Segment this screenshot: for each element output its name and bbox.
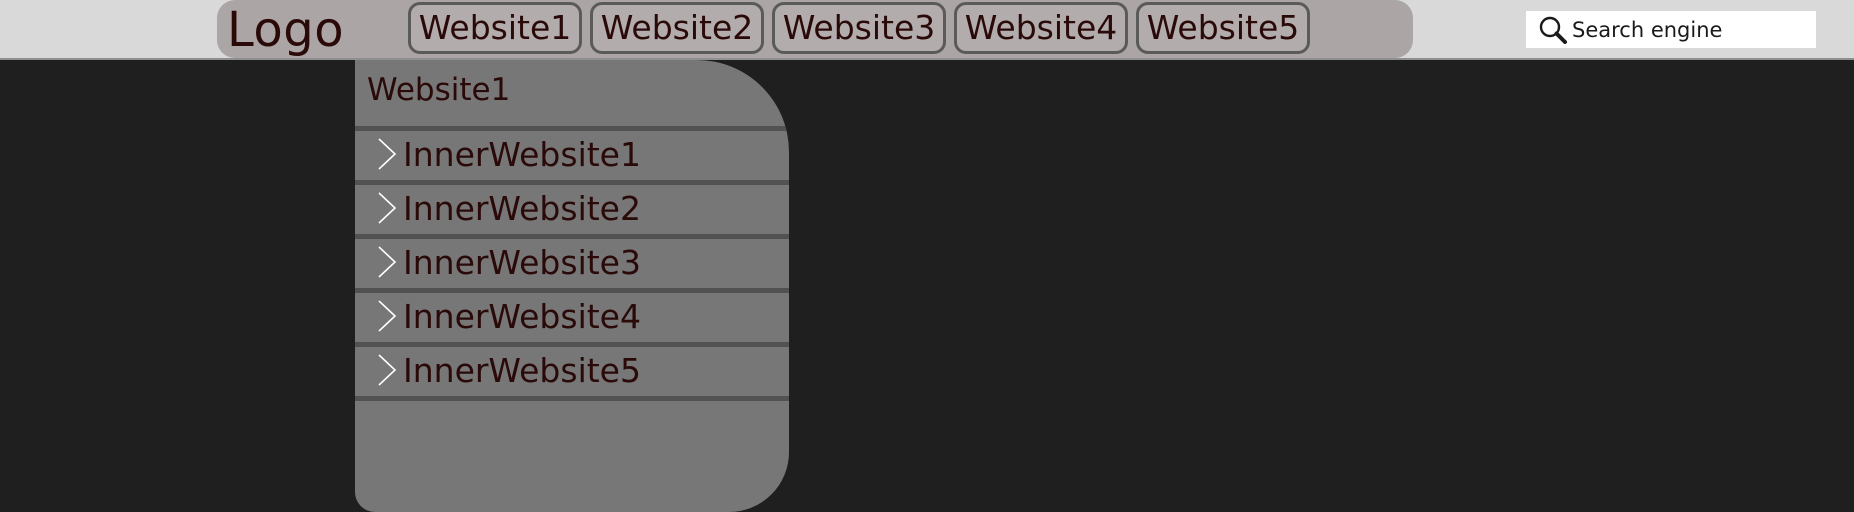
divider: [355, 234, 789, 239]
dropdown-item-innerwebsite3[interactable]: InnerWebsite3: [355, 239, 789, 288]
nav-button-website1[interactable]: Website1: [408, 2, 582, 54]
nav-button-website4[interactable]: Website4: [954, 2, 1128, 54]
chevron-right-icon: [378, 246, 397, 278]
nav-button-website3[interactable]: Website3: [772, 2, 946, 54]
nav-button-website5[interactable]: Website5: [1136, 2, 1310, 54]
dropdown-item-label: InnerWebsite5: [403, 351, 641, 390]
chevron-right-icon: [378, 354, 397, 386]
dropdown-item-innerwebsite1[interactable]: InnerWebsite1: [355, 131, 789, 180]
dropdown-item-innerwebsite2[interactable]: InnerWebsite2: [355, 185, 789, 234]
divider: [355, 126, 789, 131]
dropdown-item-innerwebsite4[interactable]: InnerWebsite4: [355, 293, 789, 342]
chevron-right-icon: [378, 300, 397, 332]
dropdown-item-innerwebsite5[interactable]: InnerWebsite5: [355, 347, 789, 396]
dropdown-item-label: InnerWebsite3: [403, 243, 641, 282]
divider: [355, 396, 789, 401]
dropdown-item-label: InnerWebsite4: [403, 297, 641, 336]
search-icon[interactable]: [1538, 15, 1568, 45]
nav-button-website2[interactable]: Website2: [590, 2, 764, 54]
chevron-right-icon: [378, 192, 397, 224]
chevron-right-icon: [378, 138, 397, 170]
search-input[interactable]: [1572, 11, 1808, 48]
dropdown-item-label: InnerWebsite2: [403, 189, 641, 228]
dropdown-menu: Website1 InnerWebsite1 InnerWebsite2 Inn…: [355, 60, 789, 512]
search-box: [1526, 11, 1816, 48]
dropdown-title: Website1: [367, 72, 511, 108]
logo[interactable]: Logo: [227, 2, 345, 58]
divider: [355, 342, 789, 347]
dropdown-item-label: InnerWebsite1: [403, 135, 641, 174]
divider: [355, 180, 789, 185]
divider: [355, 288, 789, 293]
